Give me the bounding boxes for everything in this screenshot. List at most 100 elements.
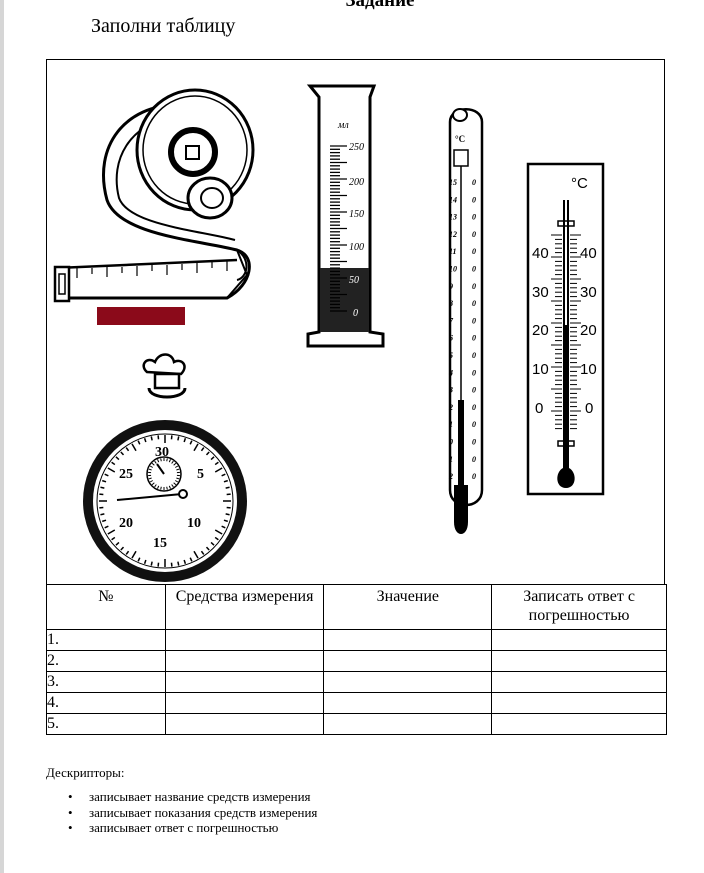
value-cell[interactable] (323, 629, 493, 651)
room-thermometer-tick-right: 40 (580, 245, 597, 262)
column-header-value: Значение (323, 584, 493, 630)
room-thermometer-tick-left: 40 (532, 245, 549, 262)
redaction-bar (97, 307, 185, 325)
value-cell[interactable] (323, 671, 493, 693)
answer-cell[interactable] (491, 629, 667, 651)
cylinder-tick-label: 0 (353, 308, 358, 319)
stopwatch-tick (210, 541, 215, 546)
instrument-cell[interactable] (164, 713, 325, 735)
stopwatch-small-tick (176, 477, 180, 480)
cylinder-tick-label: 150 (349, 209, 364, 220)
list-item: •записывает название средств измерения (46, 789, 317, 805)
value-cell[interactable] (323, 650, 493, 672)
instrument-cell[interactable] (164, 650, 325, 672)
lab-thermometer-tick-label: 2 (448, 472, 453, 481)
stopwatch-tick (120, 451, 125, 456)
stopwatch-small-tick (171, 484, 174, 488)
room-thermometer-tick-left: 30 (532, 284, 549, 301)
stopwatch-tick (104, 473, 109, 477)
stopwatch-small-tick (168, 459, 171, 463)
lab-thermometer-tick-label: 15 (449, 178, 457, 187)
stopwatch-tick (111, 461, 116, 466)
stopwatch-label: 10 (187, 516, 201, 531)
task-title: Задание (345, 0, 415, 11)
stopwatch-label: 5 (197, 467, 204, 482)
descriptors-title: Дескрипторы: (46, 765, 125, 780)
stopwatch-tick (115, 456, 120, 461)
stopwatch-tick (214, 529, 223, 535)
stopwatch-small-tick (157, 459, 160, 463)
instrument-cell[interactable] (164, 671, 325, 693)
stopwatch-tick (107, 467, 116, 473)
stopwatch-tick (210, 456, 215, 461)
lab-thermometer-tick-label: 12 (449, 230, 457, 239)
table-row: 2. (46, 650, 667, 672)
stopwatch-small-tick (173, 482, 177, 486)
answer-cell[interactable] (491, 671, 667, 693)
lab-thermometer-tick-label: 10 (449, 265, 457, 274)
stopwatch-tick (111, 536, 116, 541)
row-number: 1. (46, 629, 166, 651)
list-item: •записывает показания средств измерения (46, 805, 317, 821)
lab-thermometer-tick-mark: 0 (472, 299, 476, 308)
lab-thermometer-tick-label: 1 (449, 420, 453, 429)
stopwatch-tick (125, 550, 130, 555)
row-number: 5. (46, 713, 166, 735)
lab-thermometer-tick-mark: 0 (472, 230, 476, 239)
stopwatch-small-tick (175, 480, 179, 483)
instrument-cell[interactable] (164, 692, 325, 714)
stopwatch-tick (125, 447, 130, 452)
stopwatch-tick (193, 443, 199, 452)
cylinder-tick-label: 250 (349, 142, 364, 153)
instrument-cell[interactable] (164, 629, 325, 651)
stopwatch-tick (214, 467, 223, 473)
value-cell[interactable] (323, 713, 493, 735)
value-cell[interactable] (323, 692, 493, 714)
answer-cell[interactable] (491, 713, 667, 735)
stopwatch-tick (183, 437, 187, 443)
stopwatch-label: 20 (119, 516, 133, 531)
stopwatch-tick (189, 440, 193, 445)
lab-thermometer-tick-label: 2 (448, 403, 453, 412)
stopwatch-tick (214, 536, 219, 541)
room-thermometer-icon: °C 40 40 30 30 20 20 10 10 0 0 (526, 162, 605, 496)
stopwatch-tick (205, 546, 210, 551)
stopwatch-tick (177, 561, 180, 566)
lab-thermometer-tick-label: 11 (449, 247, 457, 256)
column-header-answer: Записать ответ с погрешностью (491, 584, 667, 630)
stopwatch-small-tick (176, 468, 180, 471)
lab-thermometer-tick-label: 14 (449, 195, 457, 204)
stopwatch-tick (225, 513, 230, 516)
stopwatch-tick (177, 436, 180, 441)
table-row: 1. (46, 629, 667, 651)
stopwatch-tick (101, 519, 107, 523)
stopwatch-small-tick (148, 477, 152, 480)
stopwatch-tick (115, 541, 120, 546)
stopwatch-small-tick (149, 480, 153, 483)
column-header-number: № (46, 584, 166, 630)
stopwatch-tick (100, 486, 105, 489)
stopwatch-small-tick (151, 462, 155, 466)
room-thermometer-tick-left: 10 (532, 361, 549, 378)
stopwatch-tick (143, 437, 147, 443)
descriptors-list: •записывает название средств измерения •… (46, 789, 317, 836)
stopwatch-tick (150, 436, 153, 441)
lab-thermometer-tick-label: 13 (449, 213, 457, 222)
stopwatch-small-tick (175, 465, 179, 468)
lab-thermometer-tick-label: 9 (449, 282, 453, 291)
page-edge (0, 0, 4, 873)
table-row: 5. (46, 713, 667, 735)
column-header-instrument: Средства измерения (164, 584, 325, 630)
stopwatch-tick (200, 550, 205, 555)
stopwatch-tick (107, 529, 116, 535)
stopwatch-small-tick (151, 482, 155, 486)
answer-cell[interactable] (491, 692, 667, 714)
cylinder-tick-label: 100 (349, 242, 364, 253)
answer-cell[interactable] (491, 650, 667, 672)
room-thermometer-unit: °C (571, 175, 588, 192)
row-number: 3. (46, 671, 166, 693)
descriptor-text: записывает показания средств измерения (89, 804, 318, 820)
stopwatch-small-tick (148, 468, 152, 471)
